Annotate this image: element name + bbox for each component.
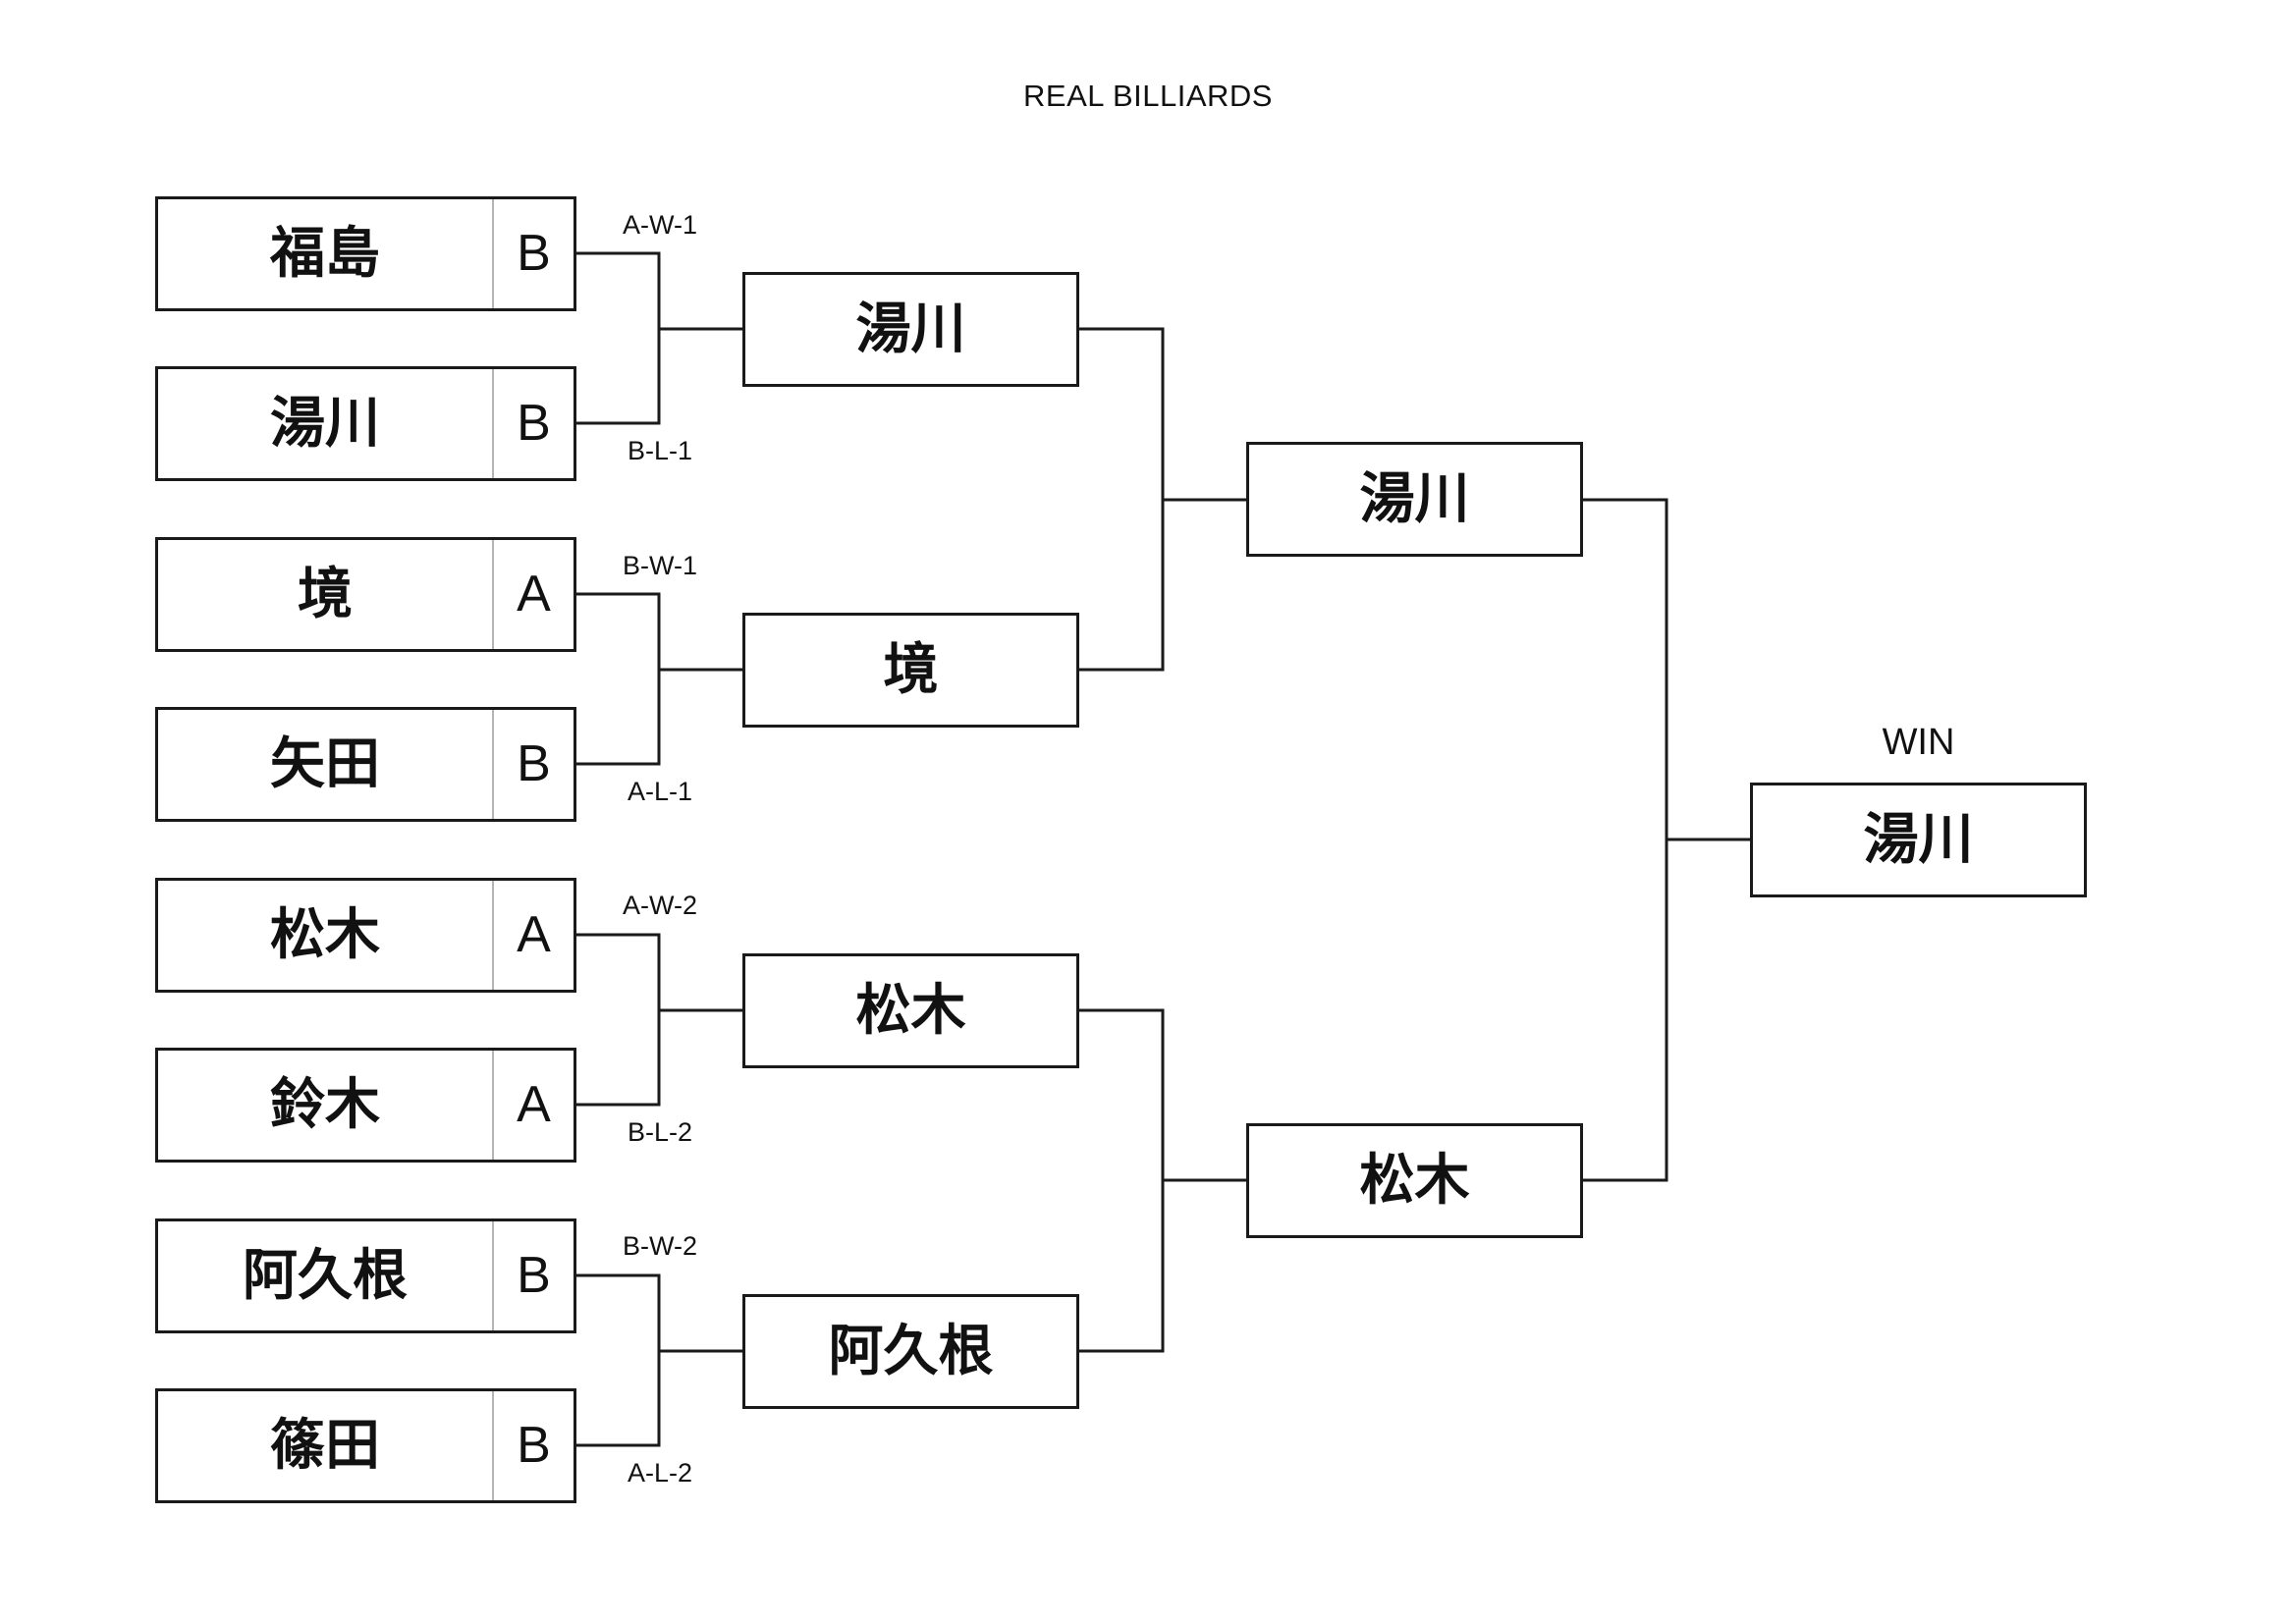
match-code: A-W-2 (622, 891, 697, 920)
cell-divider (492, 1391, 494, 1500)
cell-divider (492, 1221, 494, 1330)
round2-winner-box: 湯川 (742, 272, 1079, 387)
page-title: REAL BILLIARDS (1023, 79, 1273, 113)
round2-winner-box: 松木 (742, 953, 1079, 1068)
cell-divider (492, 710, 494, 819)
round1-player-box: 湯川 B (155, 366, 576, 481)
round1-player-box: 矢田 B (155, 707, 576, 822)
round1-player-box: 阿久根 B (155, 1218, 576, 1333)
player-name: 矢田 (270, 732, 380, 796)
round1-player-box: 境 A (155, 537, 576, 652)
round1-player-box: 福島 B (155, 196, 576, 311)
player-name: 福島 (270, 222, 380, 286)
player-group: B (517, 225, 551, 282)
match-code: A-L-2 (627, 1458, 693, 1488)
cell-divider (492, 369, 494, 478)
player-group: A (517, 906, 551, 963)
player-name: 境 (298, 563, 353, 626)
cell-divider (492, 540, 494, 649)
round1-player-box: 篠田 B (155, 1388, 576, 1503)
round3-winner-box: 湯川 (1246, 442, 1583, 557)
match-code: A-L-1 (627, 777, 693, 806)
round1-player-box: 鈴木 A (155, 1048, 576, 1163)
player-group: B (517, 735, 551, 792)
player-name: 篠田 (270, 1414, 380, 1478)
win-label: WIN (1882, 722, 1955, 763)
cell-divider (492, 1051, 494, 1160)
match-code: B-W-2 (622, 1231, 697, 1261)
player-name: 湯川 (270, 392, 380, 456)
player-group: A (517, 1076, 551, 1133)
player-name: 松木 (270, 903, 380, 967)
player-group: A (517, 566, 551, 623)
match-code: A-W-1 (622, 210, 697, 240)
player-group: B (517, 1417, 551, 1474)
cell-divider (492, 881, 494, 990)
match-code: B-L-1 (627, 436, 693, 465)
round1-player-box: 松木 A (155, 878, 576, 993)
round3-winner-box: 松木 (1246, 1123, 1583, 1238)
match-code: B-L-2 (627, 1117, 693, 1147)
round2-winner-box: 境 (742, 613, 1079, 728)
player-name: 鈴木 (270, 1073, 380, 1137)
player-group: B (517, 1247, 551, 1304)
player-group: B (517, 395, 551, 452)
player-name: 阿久根 (243, 1244, 408, 1308)
match-code: B-W-1 (622, 551, 697, 580)
cell-divider (492, 199, 494, 308)
champion-box: 湯川 (1750, 783, 2087, 897)
round2-winner-box: 阿久根 (742, 1294, 1079, 1409)
